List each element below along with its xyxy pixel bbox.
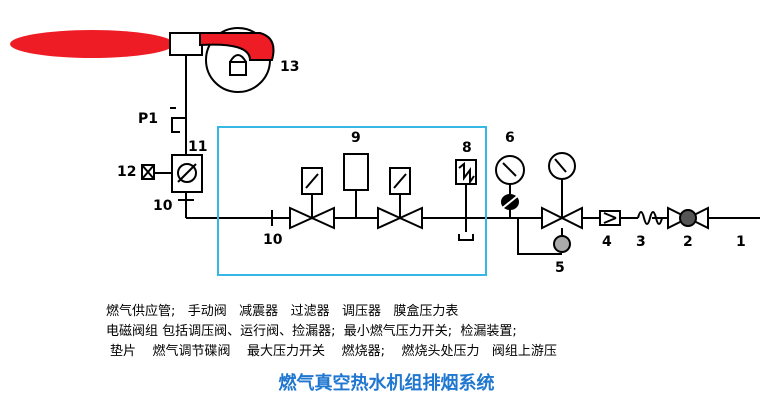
- butterfly-valve: [152, 154, 203, 193]
- valve-group-box: [217, 126, 487, 276]
- label-9: 9: [351, 130, 361, 146]
- legend-line-3: 垫片 燃气调节碟阀 最大压力开关 燃烧器; 燃烧头处压力 阀组上游压: [110, 344, 557, 359]
- label-12: 12: [117, 164, 136, 180]
- flame: [10, 30, 174, 58]
- legend-line-1: 燃气供应管; 手动阀 减震器 过滤器 调压器 膜盒压力表: [106, 304, 459, 319]
- pressure-gauge-6: [495, 155, 525, 218]
- label-13: 13: [280, 59, 299, 75]
- solenoid-valve: [289, 167, 335, 230]
- filter: [599, 210, 621, 226]
- manual-valve: [667, 206, 709, 230]
- label-5: 5: [555, 260, 565, 276]
- label-2: 2: [683, 234, 693, 250]
- label-10a: 10: [153, 198, 173, 214]
- pressure-regulator: [541, 152, 583, 253]
- damper: [343, 153, 369, 218]
- legend-line-2: 电磁阀组 包括调压阀、运行阀、捡漏器; 最小燃气压力开关; 检漏装置;: [106, 324, 517, 339]
- diagram-title: 燃气真空热水机组排烟系统: [278, 373, 495, 394]
- solenoid-valve-2: [377, 167, 423, 230]
- label-1: 1: [736, 234, 746, 250]
- label-6: 6: [505, 130, 515, 146]
- pressure-switch-max: [141, 164, 155, 180]
- label-8: 8: [462, 140, 472, 156]
- burner: [169, 27, 275, 93]
- label-p1: P1: [138, 111, 158, 127]
- leak-detector: [455, 159, 477, 241]
- label-3: 3: [636, 234, 646, 250]
- label-10b: 10: [263, 232, 283, 248]
- label-4: 4: [602, 234, 612, 250]
- vibration-damper: [637, 211, 663, 225]
- label-11: 11: [188, 139, 207, 155]
